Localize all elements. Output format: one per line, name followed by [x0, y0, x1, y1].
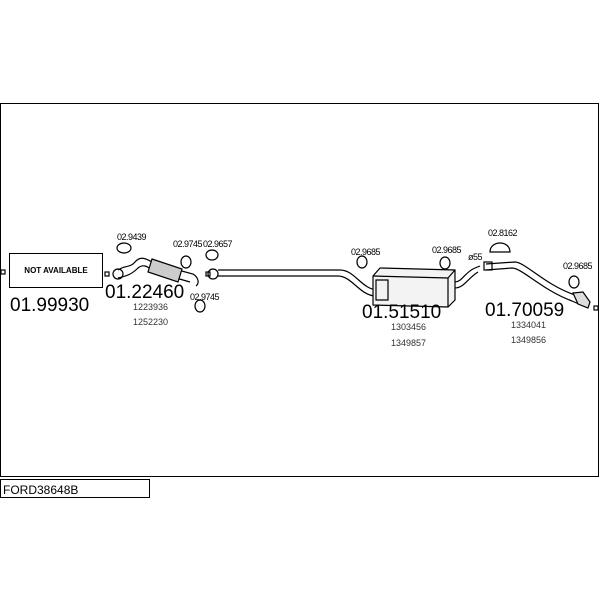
oe-ref: 1223936	[133, 302, 169, 312]
connector-marker	[104, 271, 110, 277]
part-number: 01.70059	[485, 300, 565, 321]
part-number: 01.51510	[362, 302, 442, 323]
part-number: 01.22460	[105, 282, 185, 303]
vehicle-code-label: FORD38648B	[0, 479, 150, 498]
flex-section	[147, 258, 183, 283]
fitting-label: 02.9685	[563, 261, 593, 271]
oe-ref: 1252230	[133, 317, 169, 327]
not-available-box: NOT AVAILABLE	[9, 253, 103, 288]
connector-marker	[0, 269, 6, 275]
fitting-label: 02.8162	[488, 228, 518, 238]
oe-ref: 1334041	[511, 320, 547, 330]
intermediate-pipe	[218, 269, 379, 291]
mount	[489, 242, 511, 253]
oe-ref: 1349856	[511, 335, 547, 345]
fitting-label: 02.9745	[173, 239, 203, 249]
flange	[112, 268, 124, 280]
fitting-label: 02.9685	[351, 247, 381, 257]
fitting-label: 02.9439	[117, 232, 147, 242]
tail-pipe	[572, 291, 591, 309]
fitting-label: 02.9685	[432, 245, 462, 255]
oe-ref: 1349857	[391, 338, 427, 348]
fitting-label: 02.9745	[190, 292, 220, 302]
connector-marker	[593, 305, 599, 311]
front-pipe	[117, 257, 199, 287]
part-number: 01.99930	[10, 295, 90, 316]
oe-ref: 1303456	[391, 322, 427, 332]
fitting-label: 02.9657	[203, 239, 233, 249]
diameter-label: ø55	[468, 252, 483, 262]
diagram-frame	[0, 103, 599, 477]
